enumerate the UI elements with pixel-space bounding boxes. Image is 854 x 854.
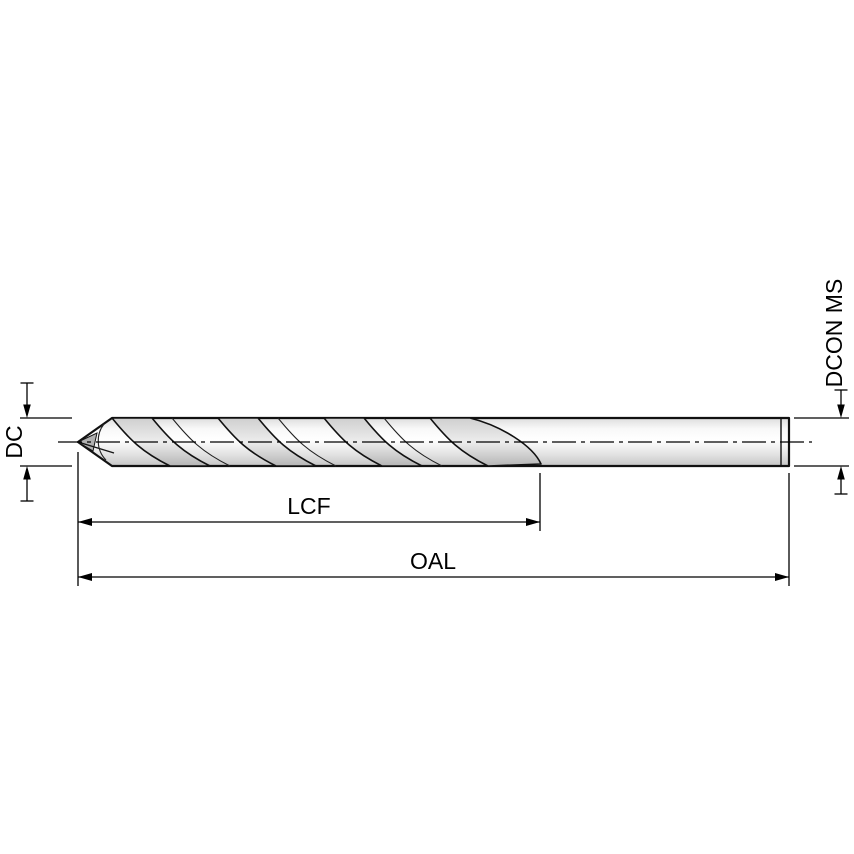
lcf-arrowhead-right (526, 518, 540, 526)
dc-arrowhead-bottom (23, 466, 31, 480)
flute-band (111, 417, 211, 467)
lcf-dimension: LCF (78, 473, 541, 531)
dcon-arrowhead-top (837, 404, 845, 418)
lcf-arrowhead-left (78, 518, 92, 526)
label-dcon-ms: DCON MS (821, 279, 847, 388)
dc-arrowhead-top (23, 404, 31, 418)
label-lcf: LCF (287, 493, 330, 519)
flute-edge-line (383, 417, 443, 467)
drill-body (58, 416, 812, 468)
oal-arrowhead-right (775, 573, 789, 581)
dcon-arrowhead-bottom (837, 466, 845, 480)
flute-edge-line (277, 417, 337, 467)
flute-edge-line (171, 417, 231, 467)
label-oal: OAL (410, 548, 456, 574)
tip-lip-line (77, 441, 115, 454)
oal-arrowhead-left (78, 573, 92, 581)
dcon-dimension: DCON MS (794, 279, 849, 495)
label-dc: DC (1, 425, 27, 458)
oal-dimension: OAL (77, 452, 790, 586)
dc-dimension: DC (1, 382, 72, 502)
